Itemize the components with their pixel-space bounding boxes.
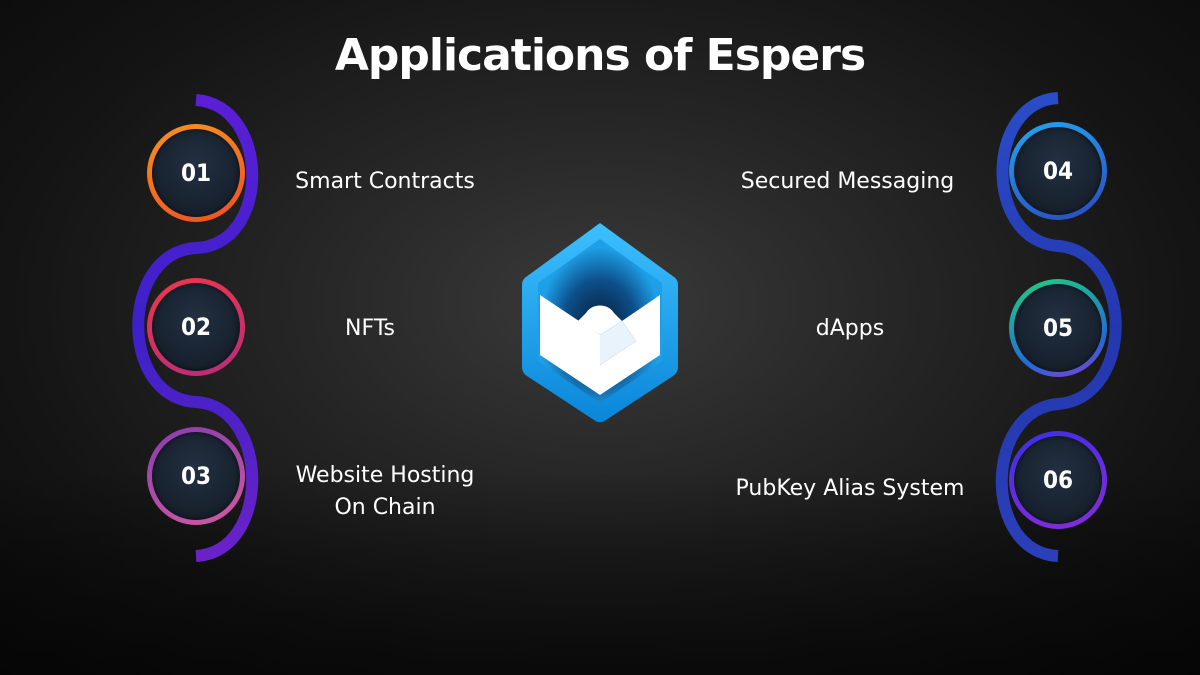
item-label-website-hosting: Website Hosting On Chain [270, 460, 500, 524]
badge-number: 02 [152, 283, 240, 371]
badge-number: 04 [1014, 127, 1102, 215]
item-label-pubkey-alias: PubKey Alias System [735, 476, 965, 501]
badge-04: 04 [1009, 122, 1107, 220]
badge-02: 02 [147, 278, 245, 376]
item-label-secured-messaging: Secured Messaging [740, 169, 955, 194]
badge-number: 05 [1014, 284, 1102, 372]
badge-05: 05 [1009, 279, 1107, 377]
page-title: Applications of Espers [334, 30, 866, 81]
right-connector-curve [995, 92, 1122, 562]
item-label-nfts: NFTs [345, 316, 395, 341]
badge-number: 01 [152, 129, 240, 217]
badge-01: 01 [147, 124, 245, 222]
left-connector-curve [132, 94, 259, 562]
item-label-smart-contracts: Smart Contracts [295, 169, 475, 194]
item-label-line: On Chain [334, 495, 436, 520]
badge-06: 06 [1009, 431, 1107, 529]
badge-number: 06 [1014, 436, 1102, 524]
badge-number: 03 [152, 432, 240, 520]
item-label-dapps: dApps [815, 316, 885, 341]
badge-03: 03 [147, 427, 245, 525]
espers-logo-icon [522, 223, 678, 423]
item-label-line: Website Hosting [295, 463, 475, 488]
